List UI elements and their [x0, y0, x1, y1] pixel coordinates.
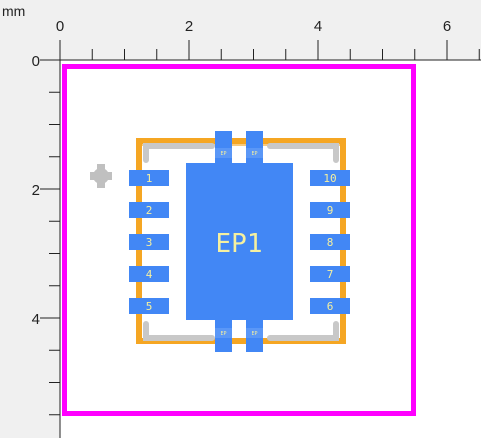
x-tick-label-0: 0: [56, 18, 64, 35]
pin-9-pad[interactable]: [310, 202, 350, 218]
pin-8-pad[interactable]: [310, 234, 350, 250]
bottom-tab-left-label: EP: [220, 331, 226, 337]
pin-8-label: 8: [327, 236, 334, 249]
pin-7-pad[interactable]: [310, 266, 350, 282]
pin-4-label: 4: [146, 268, 153, 281]
right-pin-column: 10 9 8 7 6: [310, 170, 350, 314]
top-ruler: 0 2 4 6: [56, 18, 481, 61]
board-outline[interactable]: [62, 64, 416, 416]
exposed-pad[interactable]: [186, 163, 293, 320]
y-tick-label-2: 2: [32, 182, 40, 199]
pin-2-pad[interactable]: [129, 202, 169, 218]
pin-7-label: 7: [327, 268, 334, 281]
pin-3-pad[interactable]: [129, 234, 169, 250]
left-ruler: 0 2 4: [32, 53, 61, 438]
pin-1-pad[interactable]: [129, 170, 169, 186]
y-tick-label-4: 4: [32, 311, 40, 328]
pin-5-label: 5: [146, 300, 153, 313]
top-tab-right-label: EP: [251, 151, 257, 157]
x-tick-label-2: 2: [185, 18, 193, 35]
silkscreen-corner-marks: [143, 143, 339, 341]
ruler-unit-label: mm: [2, 3, 25, 19]
exposed-pad-label: EP1: [216, 229, 263, 259]
top-thermal-tabs[interactable]: [215, 131, 263, 164]
x-tick-label-4: 4: [314, 18, 322, 35]
crosshair-marker-icon[interactable]: [90, 164, 112, 188]
top-tab-right: [246, 131, 263, 164]
top-tab-left-label: EP: [220, 151, 226, 157]
bottom-thermal-tabs[interactable]: [215, 319, 263, 352]
top-tab-left: [215, 131, 232, 164]
x-tick-label-6: 6: [443, 18, 451, 35]
pin-2-label: 2: [146, 204, 153, 217]
pin-5-pad[interactable]: [129, 298, 169, 314]
pin-1-label: 1: [146, 172, 153, 185]
pin-4-pad[interactable]: [129, 266, 169, 282]
y-tick-label-0: 0: [32, 53, 40, 70]
pin-6-label: 6: [327, 300, 334, 313]
bottom-tab-right-label: EP: [251, 331, 257, 337]
pin-10-label: 10: [323, 172, 336, 185]
pin-9-label: 9: [327, 204, 334, 217]
pin-3-label: 3: [146, 236, 153, 249]
pin-6-pad[interactable]: [310, 298, 350, 314]
left-pin-column: 1 2 3 4 5: [129, 170, 169, 314]
pin-10-pad[interactable]: [310, 170, 350, 186]
